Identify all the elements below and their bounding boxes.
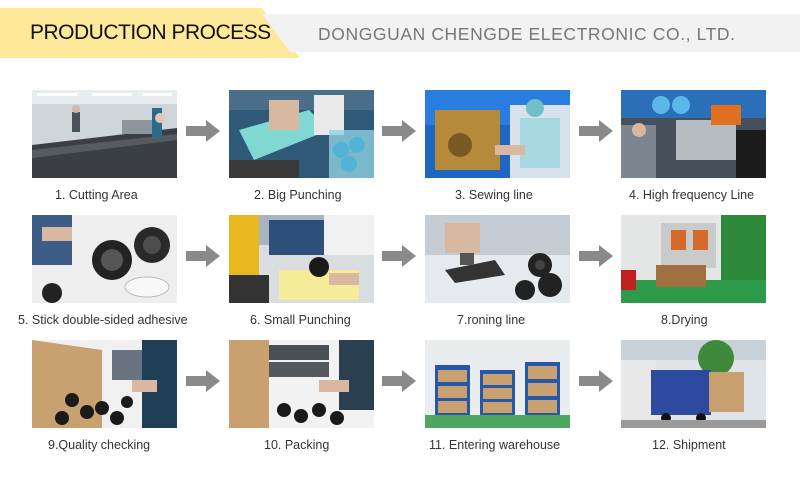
step-caption: 1. Cutting Area [55,188,138,202]
flow-arrow-icon [186,120,220,142]
flow-arrow-icon [382,120,416,142]
flow-arrow-icon [186,370,220,392]
step-caption: 6. Small Punching [250,313,351,327]
step-photo-ironing-line [425,215,570,303]
step-photo-stick-adhesive [32,215,177,303]
flow-arrow-icon [186,245,220,267]
step-caption: 10. Packing [264,438,330,452]
step-caption: 5. Stick double-sided adhesive [18,313,188,327]
banner-accent-tab [0,8,300,58]
step-caption: 8.Drying [661,313,708,327]
flow-arrow-icon [382,245,416,267]
step-caption: 3. Sewing line [455,188,533,202]
step-photo-cutting-area [32,90,177,178]
step-photo-drying [621,215,766,303]
step-caption: 2. Big Punching [254,188,342,202]
step-photo-shipment [621,340,766,428]
step-photo-high-frequency-line [621,90,766,178]
step-photo-sewing-line [425,90,570,178]
flow-arrow-icon [579,245,613,267]
header-banner: PRODUCTION PROCESS DONGGUAN CHENGDE ELEC… [0,8,800,58]
flow-arrow-icon [579,120,613,142]
step-photo-small-punching [229,215,374,303]
flow-arrow-icon [382,370,416,392]
step-photo-quality-checking [32,340,177,428]
step-caption: 9.Quality checking [48,438,151,452]
step-photo-packing [229,340,374,428]
step-photo-big-punching [229,90,374,178]
step-photo-entering-warehouse [425,340,570,428]
company-name: DONGGUAN CHENGDE ELECTRONIC CO., LTD. [318,24,736,44]
banner-company-band [262,14,800,52]
step-caption: 12. Shipment [652,438,726,452]
step-caption: 7.roning line [457,313,526,327]
step-caption: 4. High frequency Line [629,188,755,202]
flow-arrow-icon [579,370,613,392]
page-title: PRODUCTION PROCESS [30,21,271,44]
step-caption: 11. Entering warehouse [429,438,561,452]
